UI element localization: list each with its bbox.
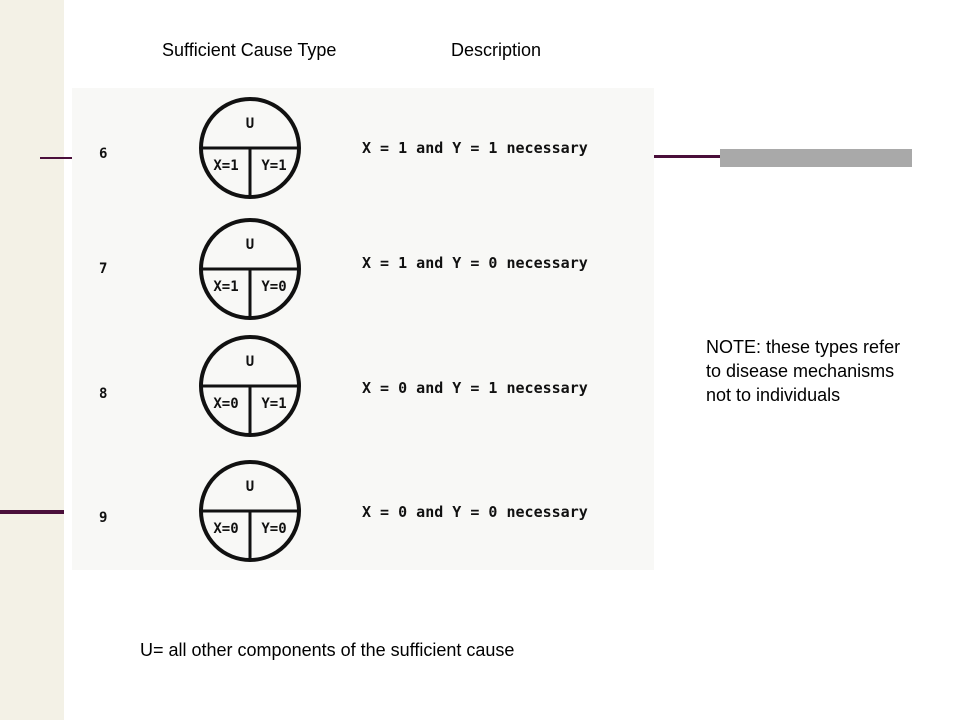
sufficient-cause-description: X = 1 and Y = 0 necessary — [362, 254, 588, 272]
top-left-rule — [40, 157, 72, 159]
grey-accent-bar — [720, 149, 912, 167]
sufficient-cause-description: X = 1 and Y = 1 necessary — [362, 139, 588, 157]
sufficient-cause-description: X = 0 and Y = 0 necessary — [362, 503, 588, 521]
header-description: Description — [451, 40, 542, 60]
footer-text: U= all other components of the sufficien… — [140, 640, 515, 660]
pie-component-x: X=1 — [213, 158, 238, 174]
pie-component-x: X=0 — [213, 521, 238, 537]
sufficient-cause-number: 6 — [99, 146, 107, 162]
pie-component-x: X=1 — [213, 279, 238, 295]
sufficient-cause-number: 7 — [99, 261, 107, 277]
bottom-left-rule — [0, 510, 64, 514]
header-sufficient-cause-type: Sufficient Cause Type — [162, 40, 337, 60]
sufficient-cause-number: 9 — [99, 510, 107, 526]
sufficient-cause-description: X = 0 and Y = 1 necessary — [362, 379, 588, 397]
left-decorative-band — [0, 0, 64, 720]
pie-component-u: U — [246, 116, 254, 132]
pie-component-u: U — [246, 237, 254, 253]
pie-component-x: X=0 — [213, 396, 238, 412]
pie-component-y: Y=1 — [261, 396, 286, 412]
sufficient-cause-number: 8 — [99, 386, 107, 402]
pie-component-y: Y=0 — [261, 521, 286, 537]
pie-component-u: U — [246, 479, 254, 495]
pie-component-y: Y=0 — [261, 279, 286, 295]
pie-component-u: U — [246, 354, 254, 370]
pie-component-y: Y=1 — [261, 158, 286, 174]
note-text: NOTE: these types refer to disease mecha… — [706, 337, 901, 405]
